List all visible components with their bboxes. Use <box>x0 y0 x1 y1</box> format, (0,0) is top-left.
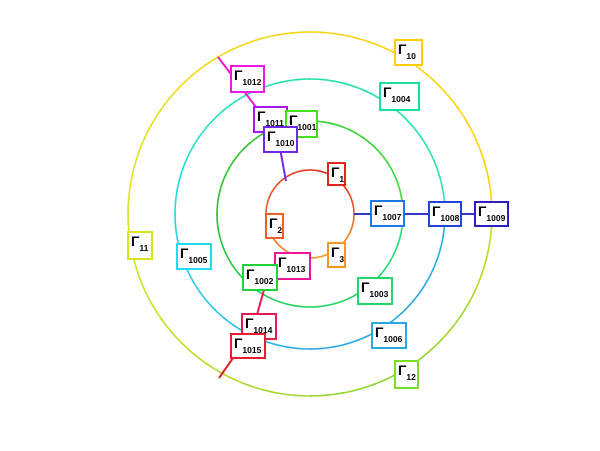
node-subscript: 1007 <box>382 212 402 222</box>
node-subscript: 11 <box>139 243 149 253</box>
node-subscript: 12 <box>406 372 416 382</box>
node-symbol: Γ <box>432 203 441 219</box>
node-subscript: 3 <box>339 254 345 264</box>
node-symbol: Γ <box>331 244 340 260</box>
node-symbol: Γ <box>267 128 276 144</box>
node-subscript: 1002 <box>254 276 274 286</box>
node-subscript: 1009 <box>486 213 506 223</box>
node-subscript: 1012 <box>242 77 262 87</box>
node-symbol: Γ <box>131 233 140 249</box>
node-symbol: Γ <box>278 254 287 270</box>
node-subscript: 1014 <box>253 325 273 335</box>
node-symbol: Γ <box>375 324 384 340</box>
node-subscript: 1 <box>339 174 345 184</box>
node-subscript: 1005 <box>188 255 208 265</box>
node-symbol: Γ <box>246 266 255 282</box>
ring-outer <box>127 31 493 397</box>
node-symbol: Γ <box>245 315 254 331</box>
node-symbol: Γ <box>331 164 340 180</box>
node-symbol: Γ <box>383 84 392 100</box>
node-subscript: 1011 <box>265 118 284 128</box>
node-subscript: 1015 <box>242 345 262 355</box>
node-symbol: Γ <box>478 203 487 219</box>
node-subscript: 1010 <box>275 138 295 148</box>
node-subscript: 1003 <box>369 289 389 299</box>
node-symbol: Γ <box>398 41 407 57</box>
node-subscript: 1004 <box>391 94 411 104</box>
node-symbol: Γ <box>180 245 189 261</box>
node-subscript: 1006 <box>383 334 403 344</box>
node-symbol: Γ <box>234 335 243 351</box>
node-symbol: Γ <box>361 279 370 295</box>
node-symbol: Γ <box>257 108 266 124</box>
node-symbol: Γ <box>398 362 407 378</box>
node-symbol: Γ <box>289 112 298 128</box>
node-subscript: 1013 <box>286 264 306 274</box>
node-symbol: Γ <box>269 215 278 231</box>
node-symbol: Γ <box>374 202 383 218</box>
node-subscript: 1008 <box>440 213 460 223</box>
node-subscript: 1001 <box>297 122 317 132</box>
node-subscript: 10 <box>406 51 416 61</box>
node-subscript: 2 <box>277 225 283 235</box>
node-symbol: Γ <box>234 67 243 83</box>
